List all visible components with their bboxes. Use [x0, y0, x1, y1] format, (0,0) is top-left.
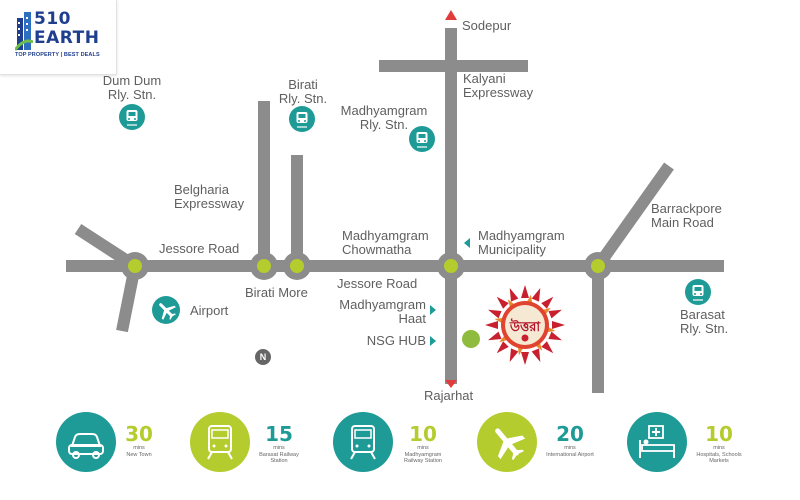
feature-value: 15	[265, 422, 293, 446]
north-label: N	[259, 352, 267, 362]
label-birati-more: Birati More	[245, 285, 308, 300]
pointer-right-icon	[430, 336, 436, 346]
road-junctions	[121, 252, 612, 280]
nsg-hub-marker	[462, 330, 480, 348]
feature-unit: mins	[133, 445, 145, 451]
arrow-up-icon	[445, 10, 457, 20]
junction-barrackpore	[584, 252, 612, 280]
label-jessore-road-west: Jessore Road	[159, 241, 240, 256]
label-rajarhat: Rajarhat	[424, 388, 474, 403]
north-icon	[255, 349, 271, 365]
arrow-down-icon	[445, 380, 457, 388]
train-station-icon	[409, 126, 435, 152]
label-jessore-road-east: Jessore Road	[337, 276, 418, 291]
label-sodepur: Sodepur	[462, 18, 512, 33]
junction-birati-more-b	[283, 252, 311, 280]
project-logo: উত্তরা	[485, 285, 565, 365]
airplane-icon	[477, 412, 537, 472]
car-icon	[56, 412, 116, 472]
feature-value: 10	[409, 422, 437, 446]
train-station-icon	[119, 104, 145, 130]
brand-logo[interactable]: 510 EARTH TOP PROPERTY | BEST DEALS	[0, 0, 117, 75]
train-icon	[333, 412, 393, 472]
pointer-right-icon	[430, 305, 436, 315]
feature-description: Barasat Railway Station	[259, 452, 299, 464]
hospital-bed-icon	[627, 412, 687, 472]
brand-tagline: TOP PROPERTY | BEST DEALS	[15, 52, 100, 58]
junction-jessore-airport	[121, 252, 149, 280]
feature-value: 20	[556, 422, 584, 446]
pointer-left-icon	[464, 238, 470, 248]
train-icon	[190, 412, 250, 472]
label-airport: Airport	[190, 303, 229, 318]
feature-description: Madhyamgram Railway Station	[404, 452, 442, 464]
feature-description: Hospitals, Schools Markets	[696, 452, 742, 464]
project-logo-text: উত্তরা	[509, 318, 542, 335]
feature-unit: mins	[564, 445, 576, 451]
brand-name-bottom: EARTH	[34, 28, 100, 48]
junction-birati-more-a	[250, 252, 278, 280]
brand-name-top: 510	[34, 9, 71, 29]
feature-unit: mins	[417, 445, 429, 451]
airport-icon	[152, 296, 180, 324]
barrackpore-main-road	[593, 162, 674, 270]
train-station-icon	[289, 106, 315, 132]
feature-unit: mins	[713, 445, 725, 451]
feature-unit: mins	[273, 445, 285, 451]
brand-name: 510 EARTH	[34, 10, 99, 48]
junction-madhyamgram-chowmatha	[437, 252, 465, 280]
building-mark-icon	[15, 12, 33, 51]
feature-value: 10	[705, 422, 733, 446]
feature-value: 30	[125, 422, 153, 446]
train-station-icon	[685, 279, 711, 305]
feature-description: New Town	[126, 452, 152, 458]
label-nsg-hub: NSG HUB	[366, 333, 426, 348]
feature-description: International Airport	[546, 452, 594, 458]
